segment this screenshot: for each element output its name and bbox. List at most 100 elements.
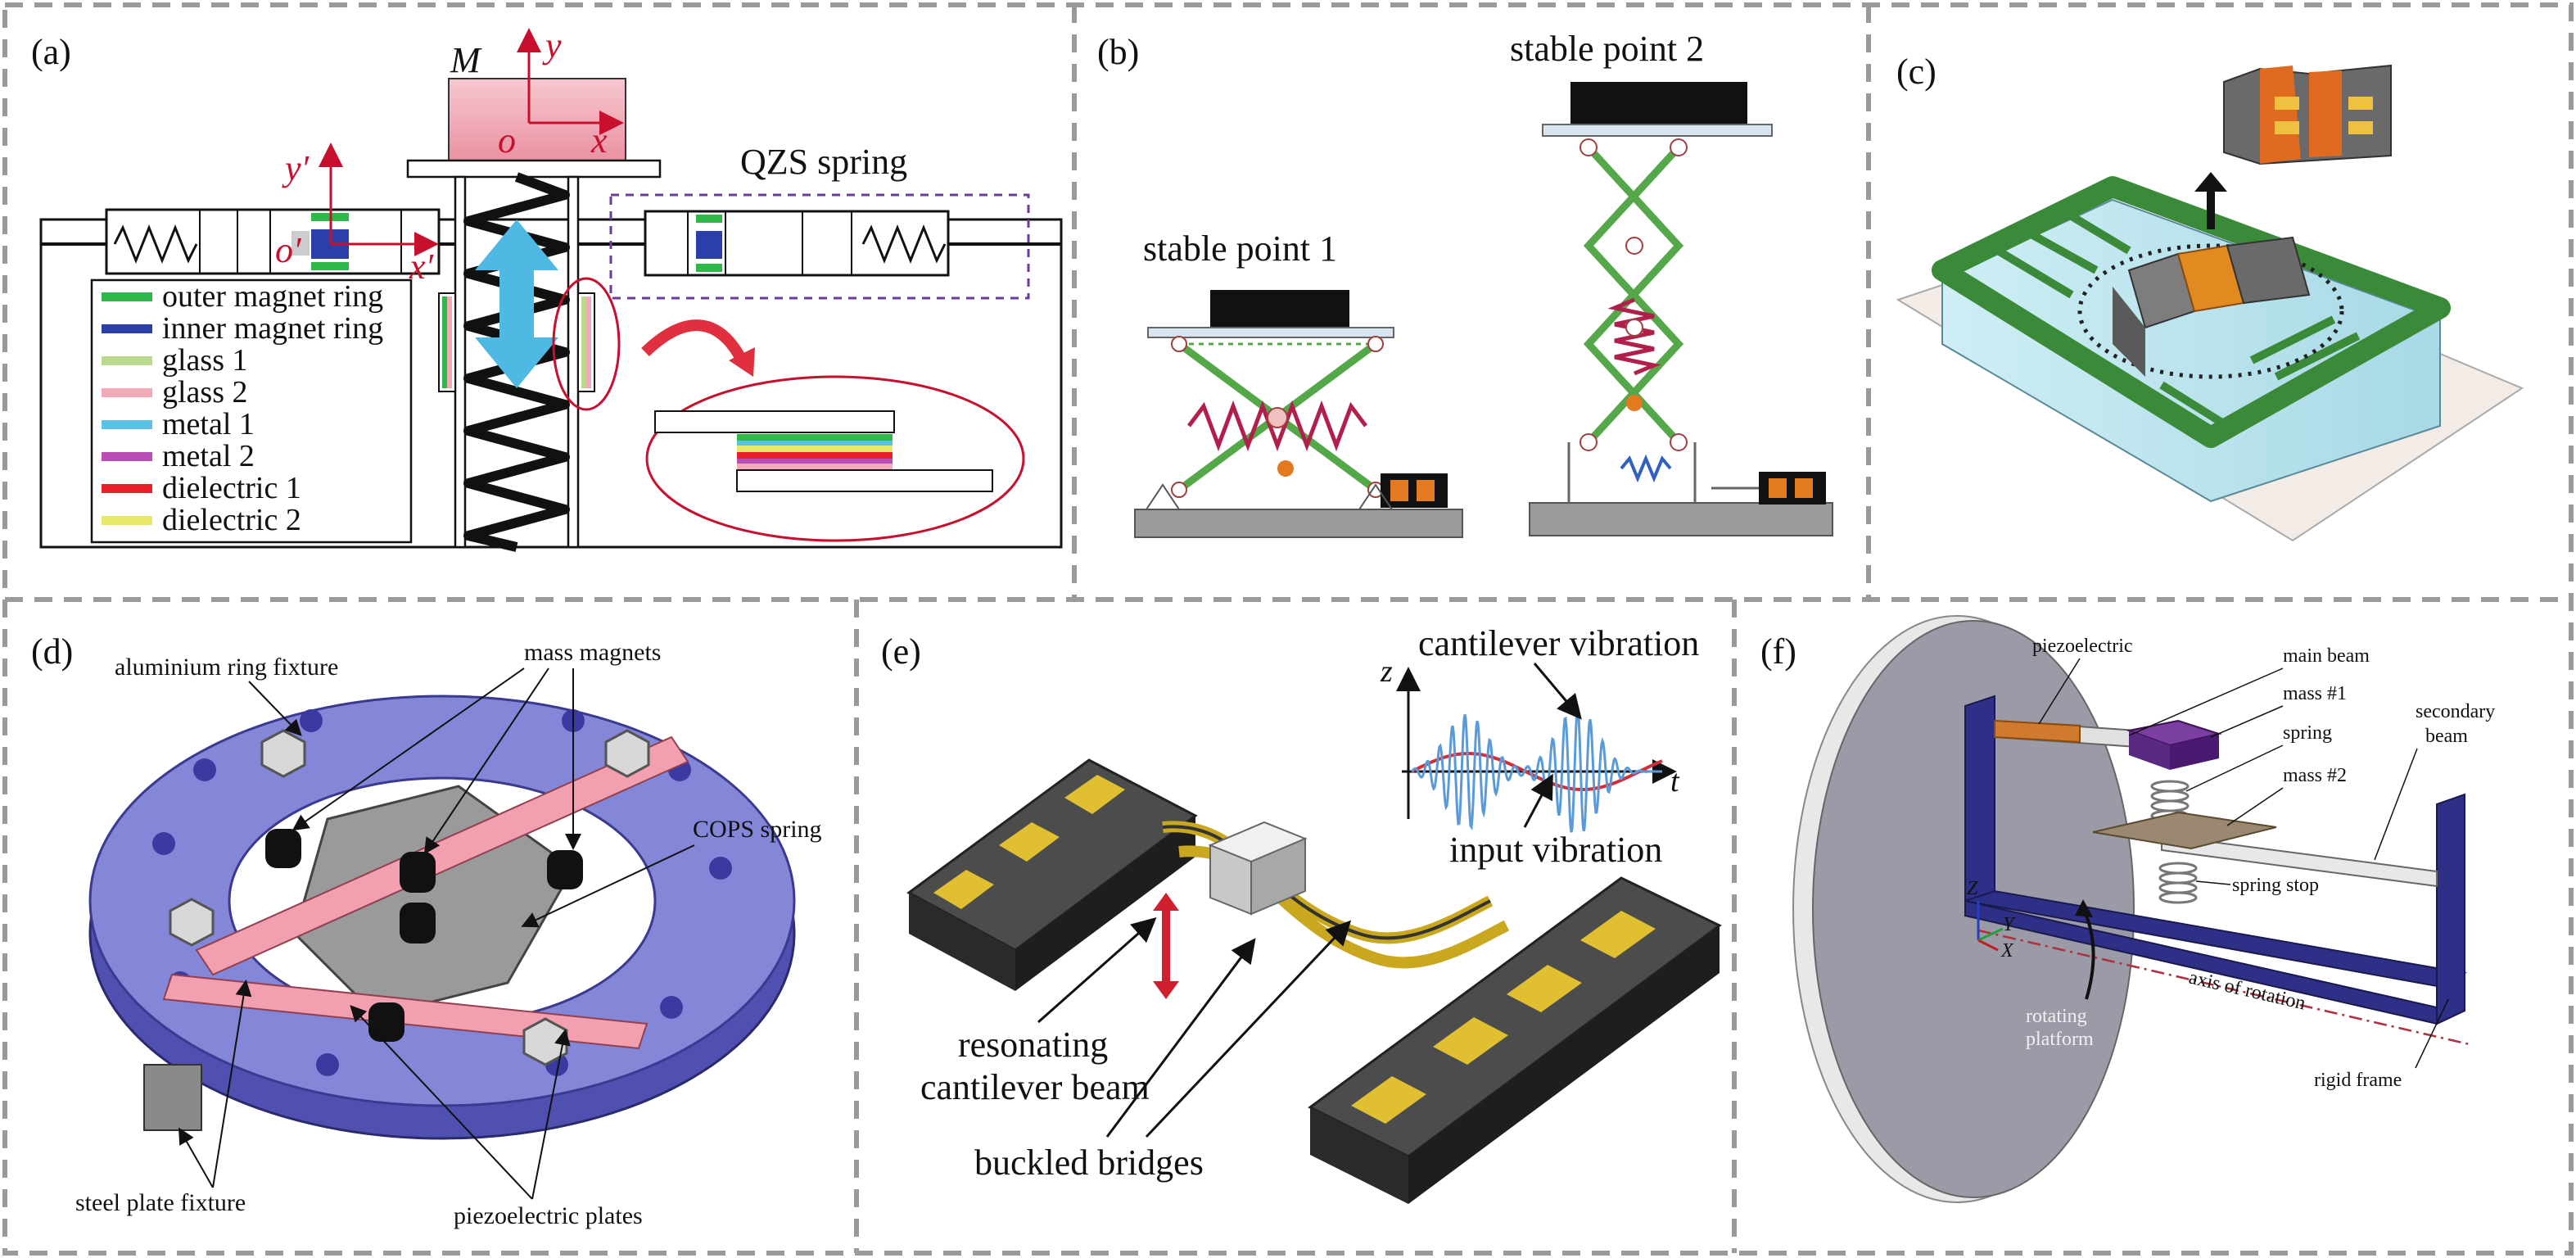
spring-coil-1 bbox=[1187, 400, 1367, 452]
panel-a: (a) M y x o bbox=[31, 25, 1063, 552]
mass-2 bbox=[2092, 811, 2277, 850]
main-beam-label: main beam bbox=[2283, 645, 2370, 667]
housing-box bbox=[39, 218, 1063, 549]
dotted-orbit bbox=[2077, 243, 2344, 379]
mass-2-label: mass #2 bbox=[2283, 765, 2347, 786]
panel-c-label: (c) bbox=[1896, 52, 1937, 92]
secondary-label-1: secondary bbox=[2416, 701, 2495, 722]
coord-x-label: X bbox=[2000, 940, 2014, 962]
panel-e-label: (e) bbox=[881, 631, 921, 672]
gold-pads-left bbox=[933, 775, 1125, 909]
panel-d: (d) aluminium ring fixture mass bbox=[31, 631, 822, 1229]
green-frame-top bbox=[1932, 176, 2451, 448]
scissor-mechanism-2 bbox=[1529, 82, 1833, 536]
cyan-frame-body bbox=[1941, 198, 2441, 503]
mass-1-label: mass #1 bbox=[2283, 683, 2347, 704]
rotating-label-1: rotating bbox=[2026, 1006, 2087, 1027]
legend-label: glass 1 bbox=[162, 343, 248, 378]
legend-label: dielectric 1 bbox=[162, 471, 301, 505]
coord-y-icon bbox=[1977, 927, 2004, 942]
stable-point-2-label: stable point 2 bbox=[1510, 29, 1704, 69]
buckled-bridges-label: buckled bridges bbox=[974, 1143, 1204, 1183]
legend-label: outer magnet ring bbox=[162, 279, 383, 314]
resonating-label-2: cantilever beam bbox=[920, 1067, 1150, 1107]
legend-swatch bbox=[102, 420, 152, 429]
inset-bottom-plate bbox=[736, 469, 993, 492]
gold-pads-right bbox=[1351, 911, 1656, 1124]
zoom-arrow bbox=[641, 319, 748, 364]
t-axis-label: t bbox=[1670, 764, 1680, 799]
scissor-mechanism-1 bbox=[1134, 290, 1463, 538]
input-vibration-label: input vibration bbox=[1449, 830, 1662, 870]
piezoelectric-layer bbox=[1994, 719, 2081, 744]
panel-d-label: (d) bbox=[31, 631, 73, 672]
right-magnet-spring bbox=[644, 210, 950, 277]
y-axis-label: y bbox=[542, 25, 562, 66]
cops-label: COPS spring bbox=[693, 816, 822, 843]
stable-point-1-label: stable point 1 bbox=[1143, 229, 1337, 269]
y-prime-label: y′ bbox=[282, 148, 310, 188]
x-prime-label: x′ bbox=[409, 247, 435, 287]
zoom-ellipse-large bbox=[645, 375, 1025, 542]
origin-label: o bbox=[498, 120, 516, 161]
legend-label: metal 2 bbox=[162, 439, 255, 473]
steel-label: steel plate fixture bbox=[75, 1189, 246, 1216]
spring-label: spring bbox=[2283, 722, 2332, 744]
legend-swatch bbox=[102, 292, 152, 301]
coord-x-icon bbox=[1977, 939, 1999, 952]
mass-label: M bbox=[450, 40, 482, 80]
cantilever-vibration-label: cantilever vibration bbox=[1418, 623, 1699, 663]
z-axis-label: z bbox=[1380, 654, 1393, 689]
zoom-ellipse-small bbox=[552, 277, 621, 411]
rigid-frame-label: rigid frame bbox=[2314, 1070, 2402, 1091]
steel-plate-fixture bbox=[143, 1064, 202, 1131]
panel-c: (c) bbox=[1896, 52, 2524, 542]
mass-platform bbox=[406, 159, 662, 179]
panel-b-label: (b) bbox=[1097, 32, 1139, 72]
legend-swatch bbox=[102, 388, 152, 397]
qzs-dashed-box bbox=[609, 193, 1030, 300]
pink-plate-1 bbox=[195, 735, 689, 976]
qzs-spring-label: QZS spring bbox=[740, 142, 907, 182]
guide-rod-left bbox=[454, 175, 467, 549]
legend-swatch bbox=[102, 356, 152, 365]
secondary-label-2: beam bbox=[2425, 726, 2468, 747]
legend-swatch bbox=[102, 452, 152, 461]
axis-of-rotation-line bbox=[1977, 929, 2474, 1047]
x-axis-label: x bbox=[590, 120, 608, 161]
guide-rod-right bbox=[567, 175, 580, 549]
panel-a-label: (a) bbox=[31, 32, 71, 72]
secondary-beam bbox=[2161, 834, 2438, 888]
rotating-label-2: platform bbox=[2026, 1029, 2094, 1050]
resonating-label-1: resonating bbox=[958, 1025, 1108, 1065]
cantilever-vibration-curve bbox=[1410, 708, 1662, 833]
legend-swatch bbox=[102, 484, 152, 493]
aluminium-label: aluminium ring fixture bbox=[115, 654, 338, 681]
o-prime-label: o′ bbox=[275, 230, 302, 270]
legend-label: inner magnet ring bbox=[162, 311, 383, 346]
spring-stop bbox=[2158, 862, 2198, 904]
legend-swatch bbox=[102, 516, 152, 525]
mass-magnets-label: mass magnets bbox=[524, 639, 661, 666]
coord-z-label: Z bbox=[1967, 878, 1978, 899]
mass-magnet-icons bbox=[265, 829, 583, 1042]
legend-swatch bbox=[102, 324, 152, 333]
piezo-label: piezoelectric plates bbox=[454, 1202, 643, 1229]
legend-label: glass 2 bbox=[162, 375, 248, 410]
rotation-arrow bbox=[2081, 908, 2095, 1000]
left-magnet-spring bbox=[105, 208, 441, 275]
vibration-inset: z t bbox=[1380, 654, 1680, 833]
spring-stop-label: spring stop bbox=[2232, 875, 2319, 896]
inset-top-plate bbox=[654, 410, 895, 433]
panel-b: (b) stable point 1 stable point 2 bbox=[1097, 29, 1833, 538]
legend-label: dielectric 2 bbox=[162, 503, 301, 537]
materials-legend bbox=[90, 278, 413, 544]
vibration-arrow bbox=[475, 219, 558, 388]
piezoelectric-label: piezoelectric bbox=[2032, 636, 2133, 657]
legend-label: metal 1 bbox=[162, 407, 255, 441]
coord-y-label: Y bbox=[2003, 914, 2016, 935]
panel-f-label: (f) bbox=[1760, 631, 1796, 672]
panel-e: (e) bbox=[881, 623, 1722, 1204]
